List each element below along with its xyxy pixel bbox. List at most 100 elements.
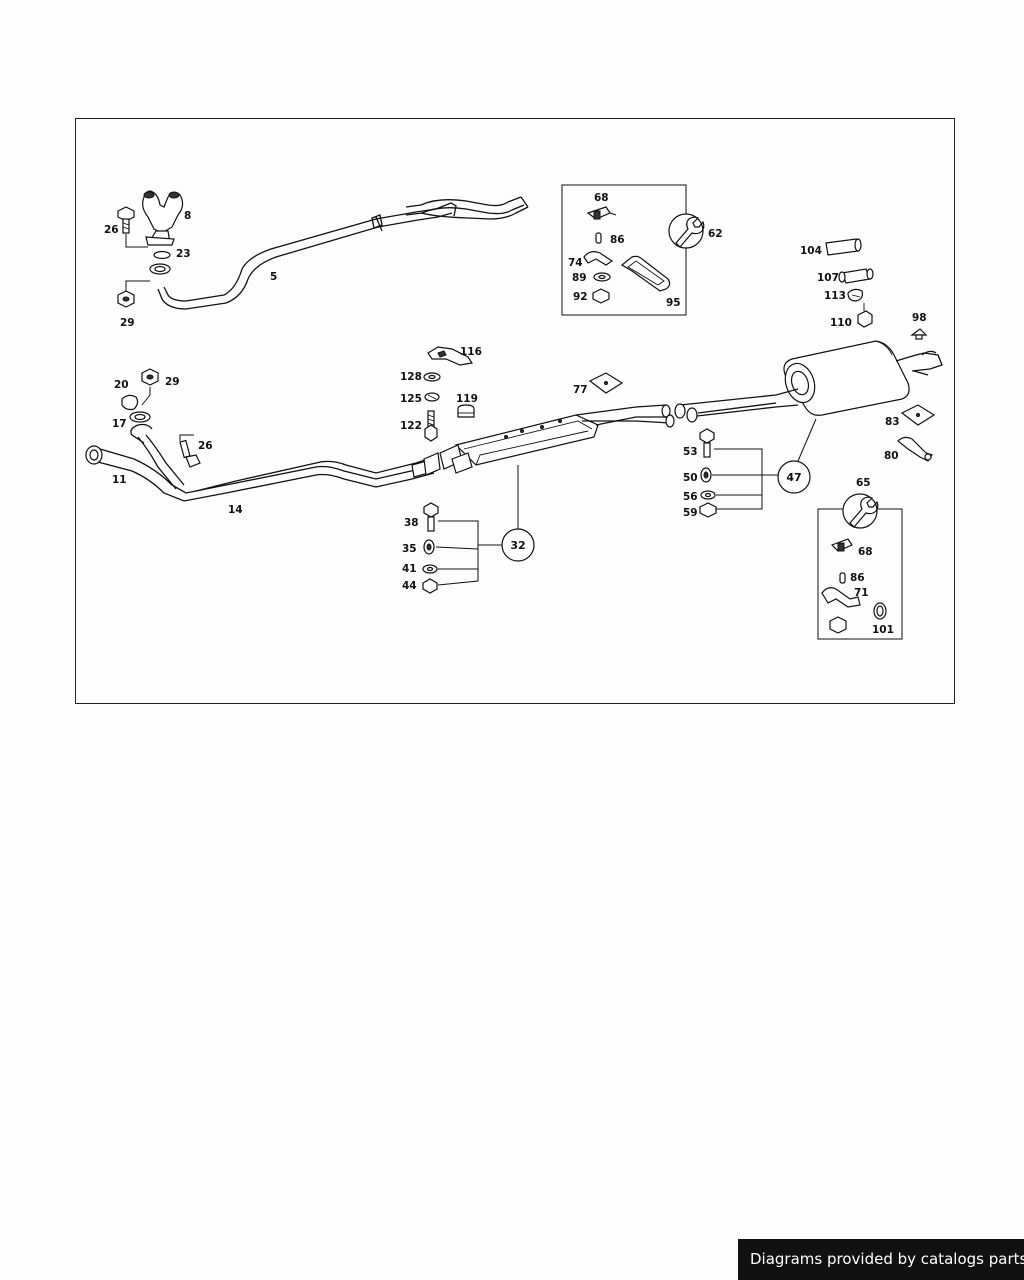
label-41: 41 [402,563,417,575]
front-pipe-11[interactable] [85,445,435,502]
label-86-kit65: 86 [850,572,865,584]
bracket-80[interactable] [897,436,933,462]
label-44: 44 [402,580,417,592]
label-62: 62 [708,228,723,240]
label-23: 23 [176,248,191,260]
label-107: 107 [817,272,839,284]
nut-29-upper[interactable] [117,290,135,308]
nut-65-kit[interactable] [829,616,847,634]
front-exhaust-pipe-5[interactable] [157,196,529,310]
label-125: 125 [400,393,422,405]
wrench-icon-62 [668,213,705,249]
label-65: 65 [856,477,871,489]
rear-muffler-47[interactable] [674,340,943,423]
diagram-credit-badge: Diagrams provided by catalogs parts [738,1239,1024,1280]
spring-washer-50[interactable] [700,467,712,483]
rubber-mount-116[interactable] [427,346,474,366]
flange-ring[interactable] [149,263,171,275]
label-59: 59 [683,507,698,519]
bolt-26-lower[interactable] [179,434,201,468]
pin-86-kit62[interactable] [595,232,602,244]
label-104: 104 [800,245,822,257]
pin-86-kit65[interactable] [839,572,846,584]
label-29-lower: 29 [165,376,180,388]
label-17: 17 [112,418,127,430]
label-113: 113 [824,290,846,302]
clamp-74[interactable] [583,251,614,266]
front-pipe-14[interactable] [130,423,441,492]
rubber-ring-95[interactable] [620,255,671,292]
mounting-pad-83[interactable] [900,404,936,426]
parts-diagram-frame: 32 [75,118,955,704]
washer-56[interactable] [700,490,716,500]
label-53: 53 [683,446,698,458]
label-119: 119 [456,393,478,405]
label-86-kit62: 86 [610,234,625,246]
nut-59[interactable] [699,502,717,518]
exhaust-manifold-8[interactable] [142,190,184,246]
callout-circle-32[interactable]: 32 [501,528,535,562]
screw-110[interactable] [857,303,873,328]
rubber-buffer-119[interactable] [457,404,475,418]
repair-kit-62-box [561,184,687,316]
label-92: 92 [573,291,588,303]
exhaust-system-diagram: 32 [85,184,943,640]
label-74: 74 [568,257,583,269]
label-8: 8 [184,210,191,222]
gasket-20[interactable] [121,394,139,411]
label-89: 89 [572,272,587,284]
label-32: 32 [510,539,525,552]
washer-128[interactable] [423,372,441,382]
clamp-68-kit62[interactable] [586,206,611,220]
label-101: 101 [872,624,894,636]
spring-washer-35[interactable] [423,539,435,555]
label-26-lower: 26 [198,440,213,452]
clamp-113[interactable] [847,288,863,302]
label-38: 38 [404,517,419,529]
bolt-26-upper[interactable] [117,206,135,234]
tailpipe-104[interactable] [825,238,862,256]
label-95: 95 [666,297,681,309]
label-128: 128 [400,371,422,383]
label-14: 14 [228,504,243,516]
plug-98[interactable] [910,328,928,340]
label-80: 80 [884,450,899,462]
label-98: 98 [912,312,927,324]
label-83: 83 [885,416,900,428]
washer-41[interactable] [422,564,438,574]
mounting-pad-77[interactable] [588,372,624,394]
gasket-23[interactable] [153,250,171,260]
label-20: 20 [114,379,129,391]
label-5: 5 [270,271,277,283]
label-11: 11 [112,474,127,486]
lock-washer-125[interactable] [424,392,440,402]
label-50: 50 [683,472,698,484]
callout-circle-47[interactable]: 47 [777,460,811,494]
nut-44[interactable] [422,578,438,594]
label-35: 35 [402,543,417,555]
gasket-89[interactable] [593,272,611,282]
label-77: 77 [573,384,588,396]
ring-101[interactable] [873,602,887,620]
flange-gasket-17[interactable] [129,411,151,423]
bolt-53[interactable] [699,428,715,458]
nut-29-lower[interactable] [141,368,159,386]
label-71: 71 [854,587,869,599]
label-116: 116 [460,346,482,358]
label-68-kit62: 68 [594,192,609,204]
label-56: 56 [683,491,698,503]
wrench-icon-65 [842,493,879,529]
bolt-122[interactable] [424,410,438,442]
label-122: 122 [400,420,422,432]
clamp-68-kit65[interactable] [830,538,853,552]
nut-92[interactable] [592,288,610,304]
label-68-kit65: 68 [858,546,873,558]
bolt-38[interactable] [423,502,439,532]
label-29-upper: 29 [120,317,135,329]
label-47: 47 [786,471,801,484]
front-muffler-32[interactable] [439,404,675,474]
clamp-71[interactable] [821,587,861,608]
label-26-upper: 26 [104,224,119,236]
label-110: 110 [830,317,852,329]
tailpipe-107[interactable] [838,268,874,284]
